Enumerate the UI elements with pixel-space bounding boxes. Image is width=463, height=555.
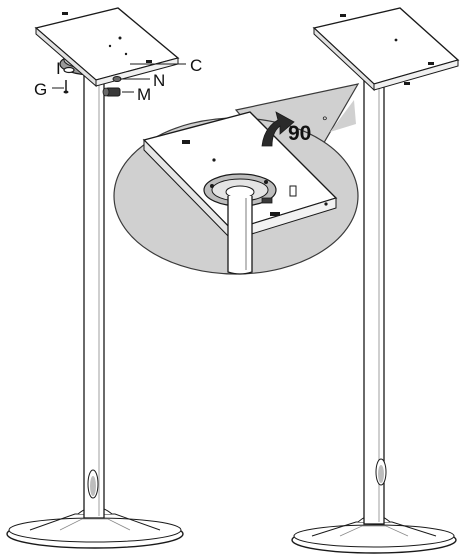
right-pole <box>363 67 387 525</box>
callout-pole <box>227 196 253 275</box>
left-base <box>6 506 184 549</box>
label-i: I <box>56 59 61 78</box>
right-base <box>291 514 457 554</box>
label-m: M <box>137 85 151 104</box>
label-c: C <box>190 56 202 75</box>
right-tablet-plate <box>312 7 460 92</box>
detail-callout: 90 ° <box>113 83 360 275</box>
left-hardware <box>63 66 122 97</box>
left-pole <box>83 73 105 519</box>
label-g: G <box>34 80 47 99</box>
label-n: N <box>153 71 165 90</box>
curved-arrow-icon <box>261 111 295 147</box>
left-stand: C I G N M <box>6 7 202 549</box>
right-stand <box>291 7 460 554</box>
left-tablet-plate <box>34 7 180 88</box>
rotation-value: 90 <box>288 122 311 145</box>
left-leader-lines <box>52 63 186 93</box>
rotation-unit: ° <box>322 113 328 129</box>
